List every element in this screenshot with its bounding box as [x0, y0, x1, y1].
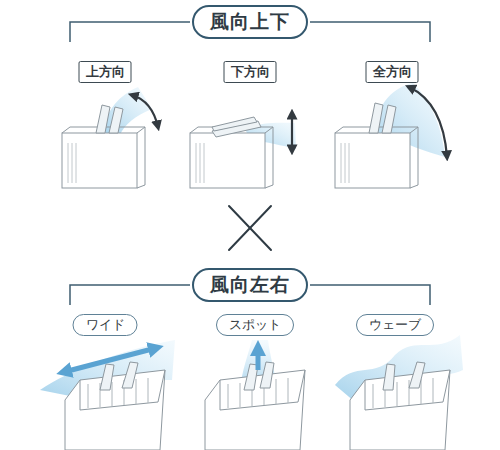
- bracket-part: [70, 285, 190, 305]
- bracket-part: [310, 22, 430, 42]
- label-text: 風向上下: [210, 9, 290, 35]
- label-text: 下方向: [231, 63, 270, 81]
- purifier-down-part: [212, 117, 257, 131]
- purifier-spot-part: [260, 362, 274, 388]
- purifier-up-part: [68, 143, 76, 183]
- cross-symbol-part: [229, 206, 271, 250]
- purifier-spot-part: [256, 348, 261, 370]
- purifier-wave-part: [409, 362, 425, 388]
- mode-label: スポット: [216, 314, 294, 336]
- section-heading: 風向上下: [192, 5, 308, 39]
- purifier-all-part: [341, 143, 349, 183]
- purifier-all-part: [409, 87, 447, 157]
- purifier-spot: [205, 340, 305, 450]
- purifier-wide: [40, 340, 175, 450]
- purifier-wave: [335, 335, 463, 450]
- purifier-up-part: [132, 95, 158, 127]
- label-text: スポット: [229, 316, 281, 334]
- purifier-wave-part: [383, 364, 395, 390]
- purifier-all-part: [382, 105, 396, 133]
- label-text: 全方向: [373, 63, 412, 81]
- mode-label: 全方向: [366, 61, 419, 83]
- purifier-all: [335, 83, 447, 188]
- purifier-wide-part: [100, 364, 114, 390]
- section-heading: 風向左右: [192, 268, 308, 302]
- bracket-part: [310, 285, 430, 305]
- mode-label: 上方向: [79, 61, 132, 83]
- bracket-part: [70, 22, 190, 42]
- cross-symbol-part: [229, 206, 271, 250]
- label-text: 上方向: [86, 63, 125, 81]
- mode-label: 下方向: [224, 61, 277, 83]
- purifier-down: [190, 113, 296, 188]
- mode-label: ワイド: [73, 314, 138, 336]
- purifier-all-part: [335, 127, 418, 188]
- purifier-up-part: [62, 133, 137, 188]
- purifier-up-part: [96, 105, 110, 133]
- purifier-down-part: [190, 127, 273, 188]
- purifier-down-part: [196, 143, 204, 183]
- purifier-wave-part: [365, 370, 450, 410]
- purifier-all-part: [369, 103, 383, 133]
- purifier-wide-part: [80, 370, 165, 410]
- purifier-down-part: [190, 133, 265, 188]
- purifier-up: [62, 87, 158, 188]
- label-text: 風向左右: [210, 272, 290, 298]
- cross-symbol: [229, 206, 271, 250]
- label-text: ウェーブ: [369, 316, 421, 334]
- purifier-up-part: [109, 107, 123, 133]
- purifier-down-part: [291, 113, 293, 151]
- purifier-wide-part: [65, 370, 165, 450]
- purifier-wide-part: [64, 348, 156, 372]
- purifier-wave-part: [350, 370, 450, 450]
- purifier-up-part: [62, 127, 145, 188]
- purifier-wave-part: [373, 378, 433, 408]
- purifier-wide-part: [122, 362, 138, 388]
- label-text: ワイド: [86, 316, 125, 334]
- purifier-all-part: [335, 133, 410, 188]
- mode-label: ウェーブ: [356, 314, 434, 336]
- purifier-spot-part: [228, 378, 288, 408]
- purifier-wide-part: [88, 378, 148, 408]
